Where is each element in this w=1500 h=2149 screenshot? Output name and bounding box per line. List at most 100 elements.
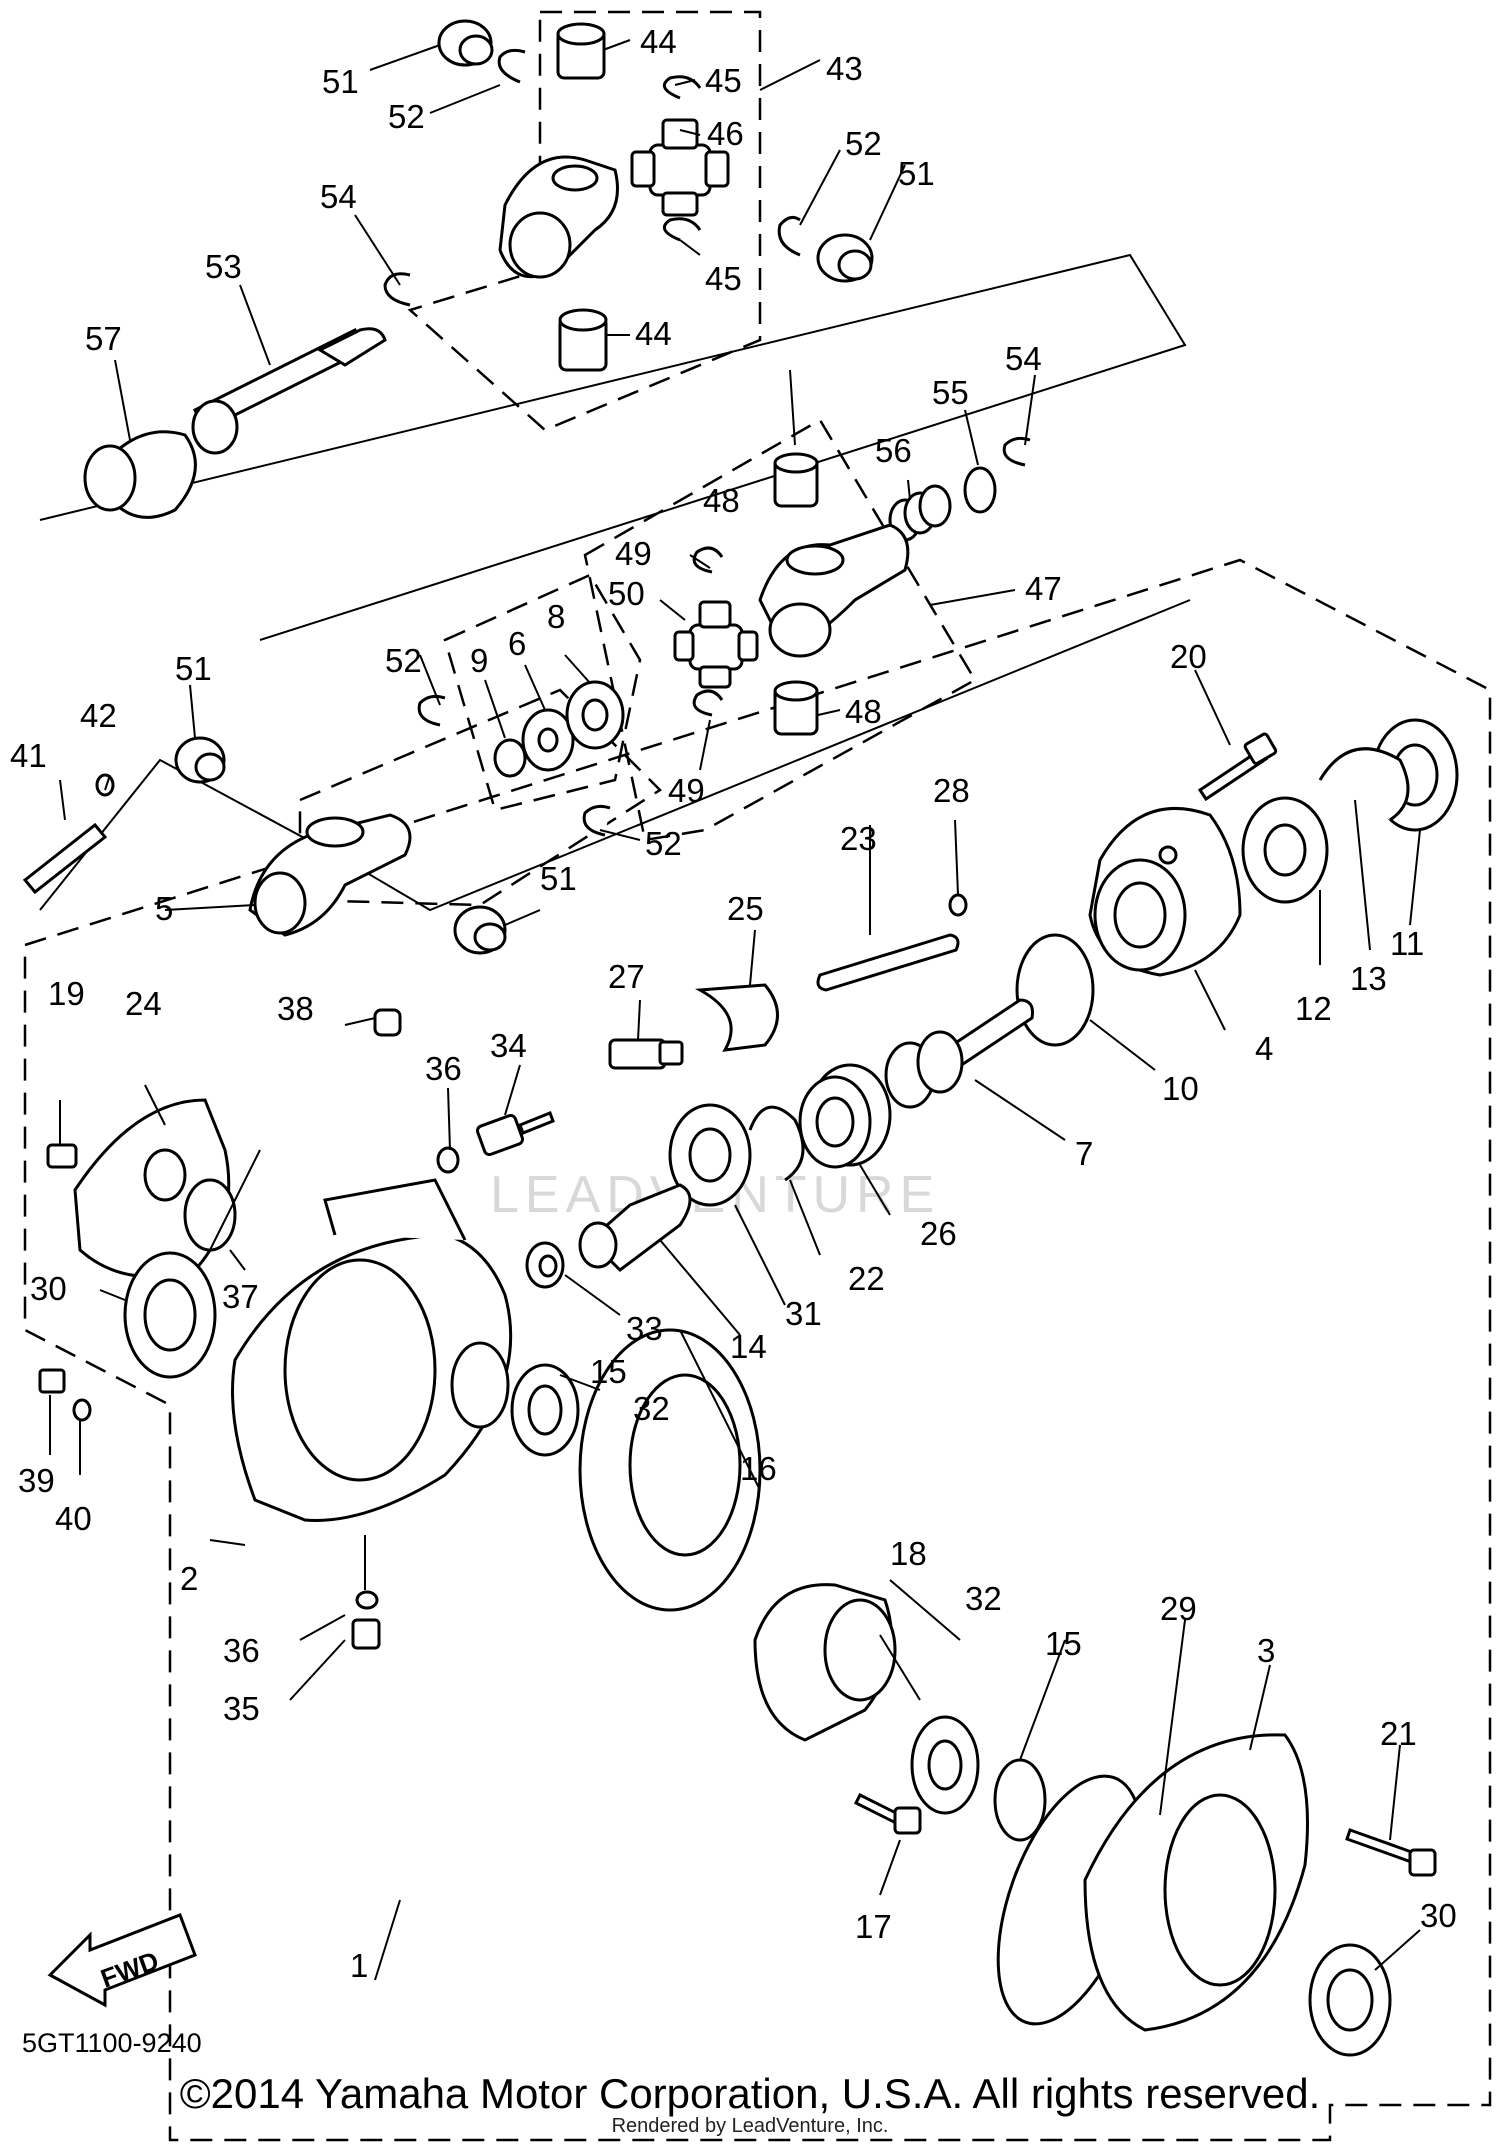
callout-9: 9 — [470, 642, 488, 679]
part-43-yoke — [498, 155, 619, 279]
diagram-code: 5GT1100-9240 — [22, 2028, 202, 2058]
callout-46: 46 — [707, 115, 744, 152]
callout-20: 20 — [1170, 638, 1207, 675]
part-44-bearing-top — [556, 22, 606, 80]
part-52-circlip-mid — [417, 694, 446, 727]
callout-26: 26 — [920, 1215, 957, 1252]
part-35-drain-bolt — [351, 1618, 381, 1650]
part-36-washer-top — [436, 1146, 460, 1174]
part-50-spider — [673, 600, 759, 689]
part-38-breather — [373, 1008, 402, 1037]
part-28-o-ring — [948, 893, 968, 917]
part-18-differential — [753, 1583, 897, 1742]
group-outline-shaft-seal — [443, 573, 642, 812]
callout-51-lower: 51 — [540, 860, 577, 897]
callout-42: 42 — [80, 697, 117, 734]
group-outline-yoke-47 — [583, 418, 977, 842]
part-57-boot — [83, 430, 197, 519]
callout-28: 28 — [933, 772, 970, 809]
callout-52-top: 52 — [388, 98, 425, 135]
callout-22: 22 — [848, 1260, 885, 1297]
part-51-bushing-top — [437, 19, 494, 67]
callout-17: 17 — [855, 1908, 892, 1945]
part-21-bolt — [1345, 1828, 1437, 1877]
part-13-circlip — [1318, 747, 1410, 822]
part-42-ring — [95, 773, 115, 797]
leader-outline-shaft — [39, 253, 1187, 641]
callout-55: 55 — [932, 374, 969, 411]
callout-11: 11 — [1390, 925, 1424, 962]
callout-35: 35 — [223, 1690, 260, 1727]
fwd-arrow: FWD — [47, 1913, 197, 2008]
callout-24: 24 — [125, 985, 162, 1022]
part-12-bearing — [1241, 796, 1329, 904]
part-54-circlip-left — [383, 272, 411, 307]
callout-14: 14 — [730, 1328, 767, 1365]
part-55-washer — [963, 466, 997, 514]
part-51-bushing-lower — [453, 905, 507, 955]
part-39-plug — [38, 1368, 66, 1394]
part-3-gear-cover — [1083, 1733, 1309, 2032]
part-52-circlip-right — [777, 215, 801, 257]
part-26-sleeve — [798, 1063, 892, 1169]
part-33-bushing — [525, 1241, 565, 1289]
callout-52-mid: 52 — [385, 642, 422, 679]
callout-53: 53 — [205, 248, 242, 285]
part-32-bearing-left — [510, 1363, 580, 1457]
part-47-yoke — [758, 523, 910, 658]
callout-30-left: 30 — [30, 1270, 67, 1307]
part-48-bearing-bottom — [773, 680, 819, 736]
part-54-circlip-right — [1002, 436, 1031, 467]
callout-32-left: 32 — [633, 1390, 670, 1427]
callout-41: 41 — [10, 737, 47, 774]
callout-30-right: 30 — [1420, 1897, 1457, 1934]
part-52-circlip-lower — [582, 804, 611, 837]
part-17-bolt — [853, 1792, 922, 1835]
callout-10: 10 — [1162, 1070, 1199, 1107]
callout-15-right: 15 — [1045, 1625, 1082, 1662]
part-5-yoke — [248, 813, 412, 937]
callout-43: 43 — [826, 50, 863, 87]
callout-8: 8 — [547, 598, 565, 635]
leader-lines — [49, 39, 1421, 1981]
part-6-washer — [521, 708, 575, 772]
callout-23: 23 — [840, 820, 877, 857]
callout-48-top: 48 — [703, 482, 740, 519]
callout-21: 21 — [1380, 1715, 1417, 1752]
part-23-shaft — [816, 933, 960, 992]
part-53-shaft — [191, 327, 387, 455]
callout-51-top: 51 — [322, 63, 359, 100]
callout-51-left: 51 — [175, 650, 212, 687]
callout-37: 37 — [222, 1278, 259, 1315]
part-22-circlip — [748, 1105, 805, 1182]
callout-27: 27 — [608, 958, 645, 995]
callout-12: 12 — [1295, 990, 1332, 1027]
callout-44-bottom: 44 — [635, 315, 672, 352]
callout-31: 31 — [785, 1295, 822, 1332]
part-40-gasket — [72, 1398, 92, 1422]
part-8-seal — [565, 680, 625, 750]
callout-4: 4 — [1255, 1030, 1273, 1067]
callout-1: 1 — [350, 1947, 368, 1984]
part-34-switch — [475, 1111, 555, 1157]
part-31-bearing — [668, 1103, 752, 1207]
part-30-oil-seal-left — [123, 1251, 217, 1379]
part-30-oil-seal-right — [1308, 1943, 1392, 2057]
part-51-bushing-right — [816, 233, 874, 283]
part-14-pinion-gear — [578, 1183, 692, 1272]
part-48-bearing-top — [773, 452, 819, 508]
callout-6: 6 — [508, 625, 526, 662]
part-32-bearing-right — [910, 1715, 980, 1815]
callout-19: 19 — [48, 975, 85, 1012]
part-52-circlip-top — [497, 48, 526, 84]
part-41-pin — [22, 822, 108, 895]
callout-52-lower: 52 — [645, 825, 682, 862]
rendered-by-text: Rendered by LeadVenture, Inc. — [611, 2115, 889, 2137]
callout-50: 50 — [608, 575, 645, 612]
part-45-clip-bottom — [662, 217, 702, 242]
callout-49-bottom: 49 — [668, 772, 705, 809]
callout-54-left: 54 — [320, 178, 357, 215]
callout-47: 47 — [1025, 570, 1062, 607]
callout-54-right: 54 — [1005, 340, 1042, 377]
callout-45-bottom: 45 — [705, 260, 742, 297]
